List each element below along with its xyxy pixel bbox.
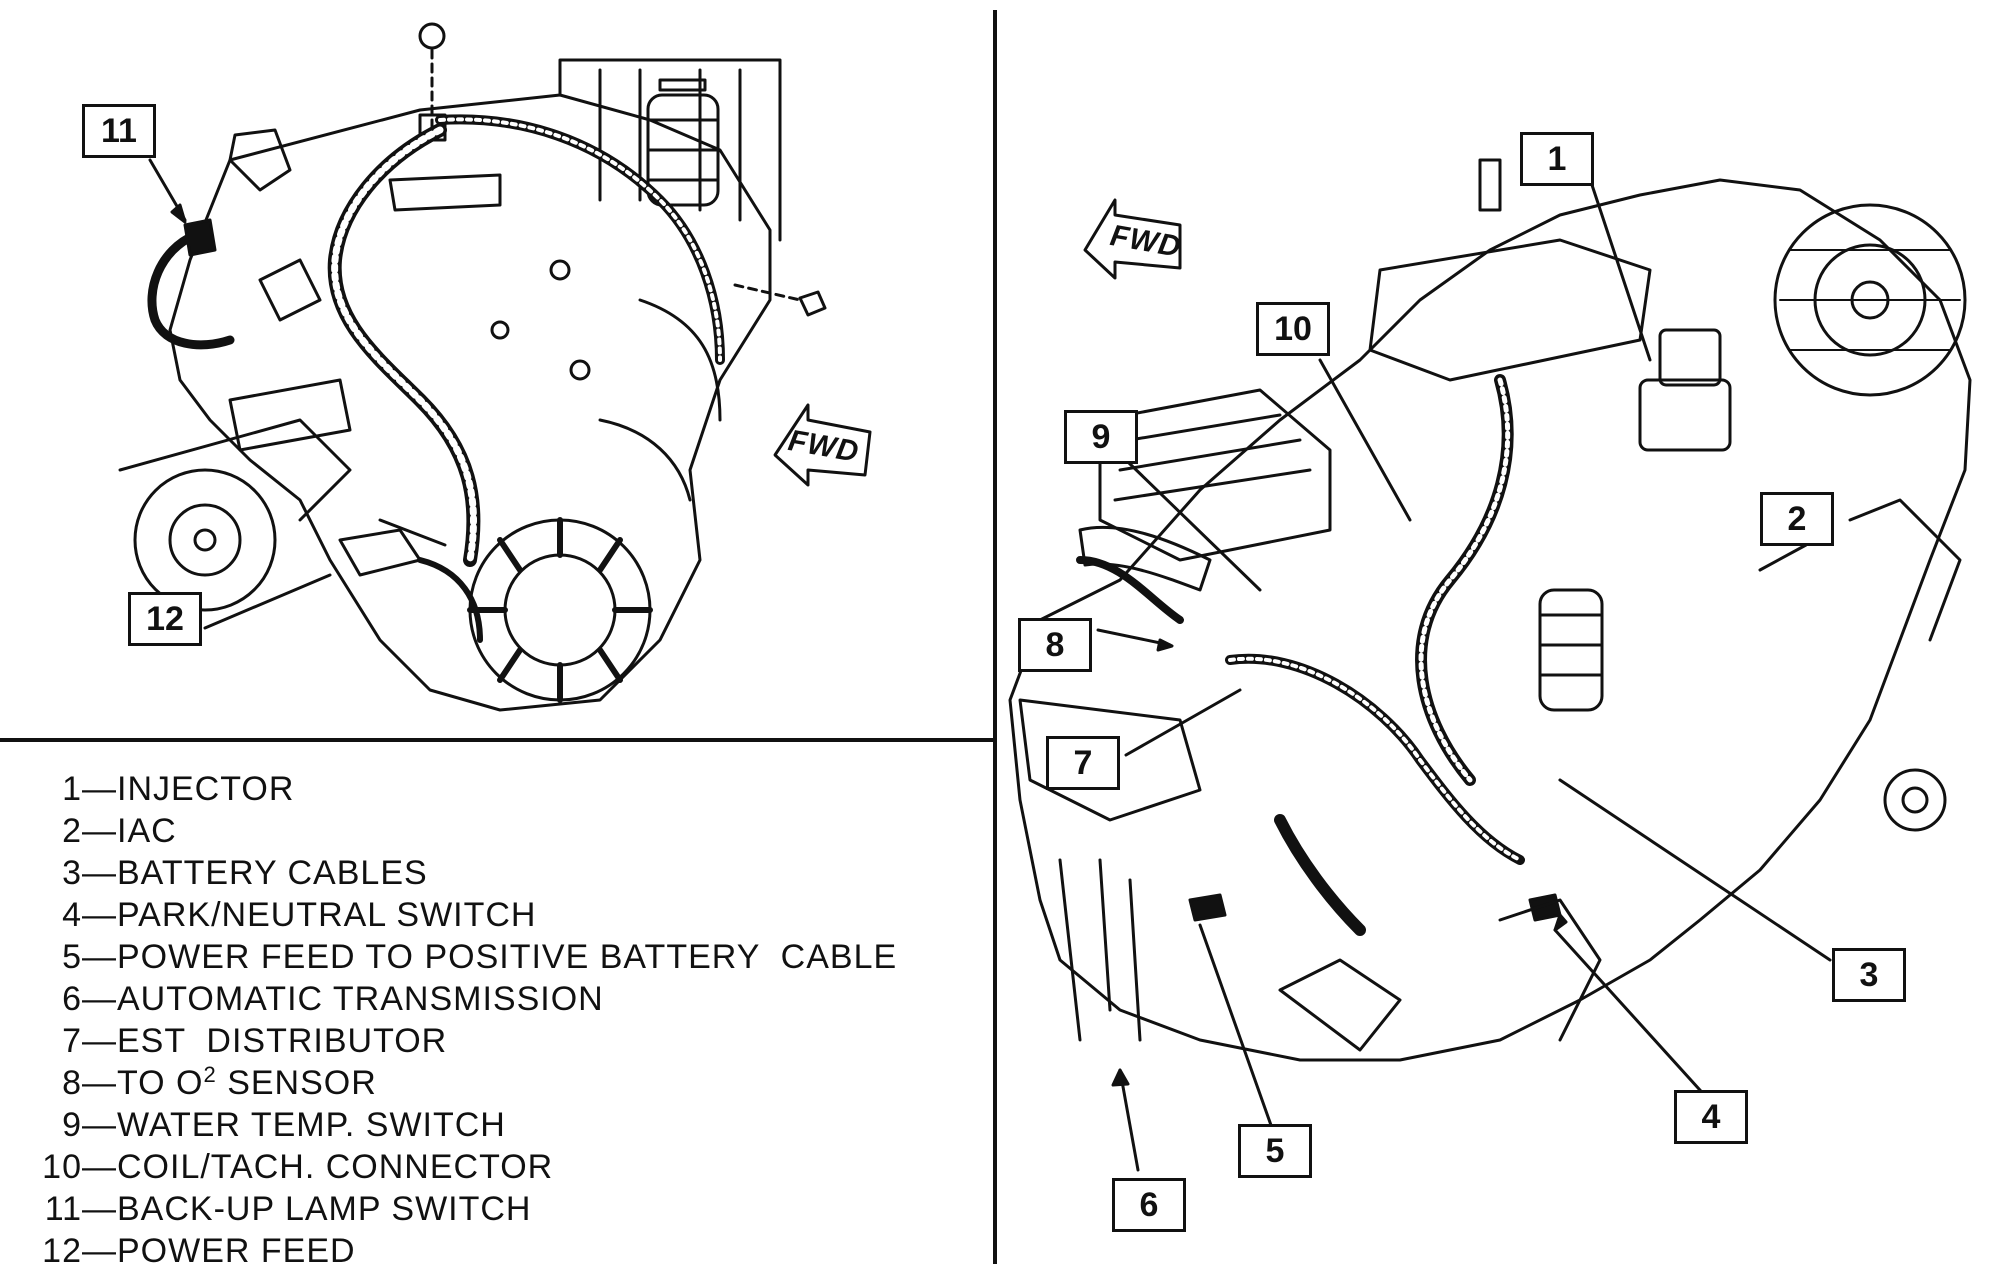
- legend-item-2: 2—IAC: [62, 812, 177, 850]
- arrowhead-6: [1111, 1068, 1130, 1087]
- legend-item-9: 9—WATER TEMP. SWITCH: [62, 1106, 506, 1144]
- leader-12b: [378, 518, 447, 547]
- callout-9: 9: [1064, 410, 1138, 464]
- callout-5: 5: [1238, 1124, 1312, 1178]
- legend-item-8: 8—TO O2 SENSOR: [62, 1062, 377, 1103]
- leader-6: [1118, 1068, 1140, 1172]
- arrowhead-4: [1553, 913, 1568, 932]
- leader-1: [1590, 183, 1652, 362]
- callout-4: 4: [1674, 1090, 1748, 1144]
- transmission-drawing: [118, 22, 827, 712]
- arrowhead-11: [170, 203, 187, 224]
- leader-3: [1558, 778, 1832, 962]
- leader-4: [1553, 928, 1720, 1112]
- leader-7: [1124, 688, 1242, 757]
- horizontal-divider: [0, 738, 995, 742]
- parts-legend: 1—INJECTOR 2—IAC 3—BATTERY CABLES 4—PARK…: [10, 768, 970, 1272]
- leader-9: [1126, 460, 1262, 592]
- arrowhead-8: [1156, 638, 1174, 652]
- callout-3: 3: [1832, 948, 1906, 1002]
- callout-7: 7: [1046, 736, 1120, 790]
- leader-10: [1318, 358, 1412, 522]
- callout-6: 6: [1112, 1178, 1186, 1232]
- engine-drawing: [1008, 158, 1972, 1062]
- callout-10: 10: [1256, 302, 1330, 356]
- legend-item-6: 6—AUTOMATIC TRANSMISSION: [62, 980, 604, 1018]
- legend-item-1: 1—INJECTOR: [62, 770, 295, 808]
- legend-item-12: 12—POWER FEED: [42, 1232, 356, 1270]
- callout-2: 2: [1760, 492, 1834, 546]
- legend-item-5: 5—POWER FEED TO POSITIVE BATTERY CABLE: [62, 938, 898, 976]
- fwd-arrow-right-shape: [1083, 198, 1182, 280]
- callout-1: 1: [1520, 132, 1594, 186]
- legend-item-7: 7—EST DISTRIBUTOR: [62, 1022, 448, 1060]
- vertical-divider: [993, 10, 997, 1264]
- callout-8: 8: [1018, 618, 1092, 672]
- legend-item-10: 10—COIL/TACH. CONNECTOR: [42, 1148, 554, 1186]
- callout-12: 12: [128, 592, 202, 646]
- legend-item-11: 11—BACK-UP LAMP SWITCH: [44, 1190, 532, 1228]
- leader-5: [1198, 923, 1274, 1130]
- callout-11: 11: [82, 104, 156, 158]
- legend-item-4: 4—PARK/NEUTRAL SWITCH: [62, 896, 537, 934]
- leader-2: [1758, 543, 1808, 572]
- legend-item-3: 3—BATTERY CABLES: [62, 854, 428, 892]
- fwd-arrow-left-shape: [773, 403, 872, 487]
- leader-12: [203, 573, 332, 630]
